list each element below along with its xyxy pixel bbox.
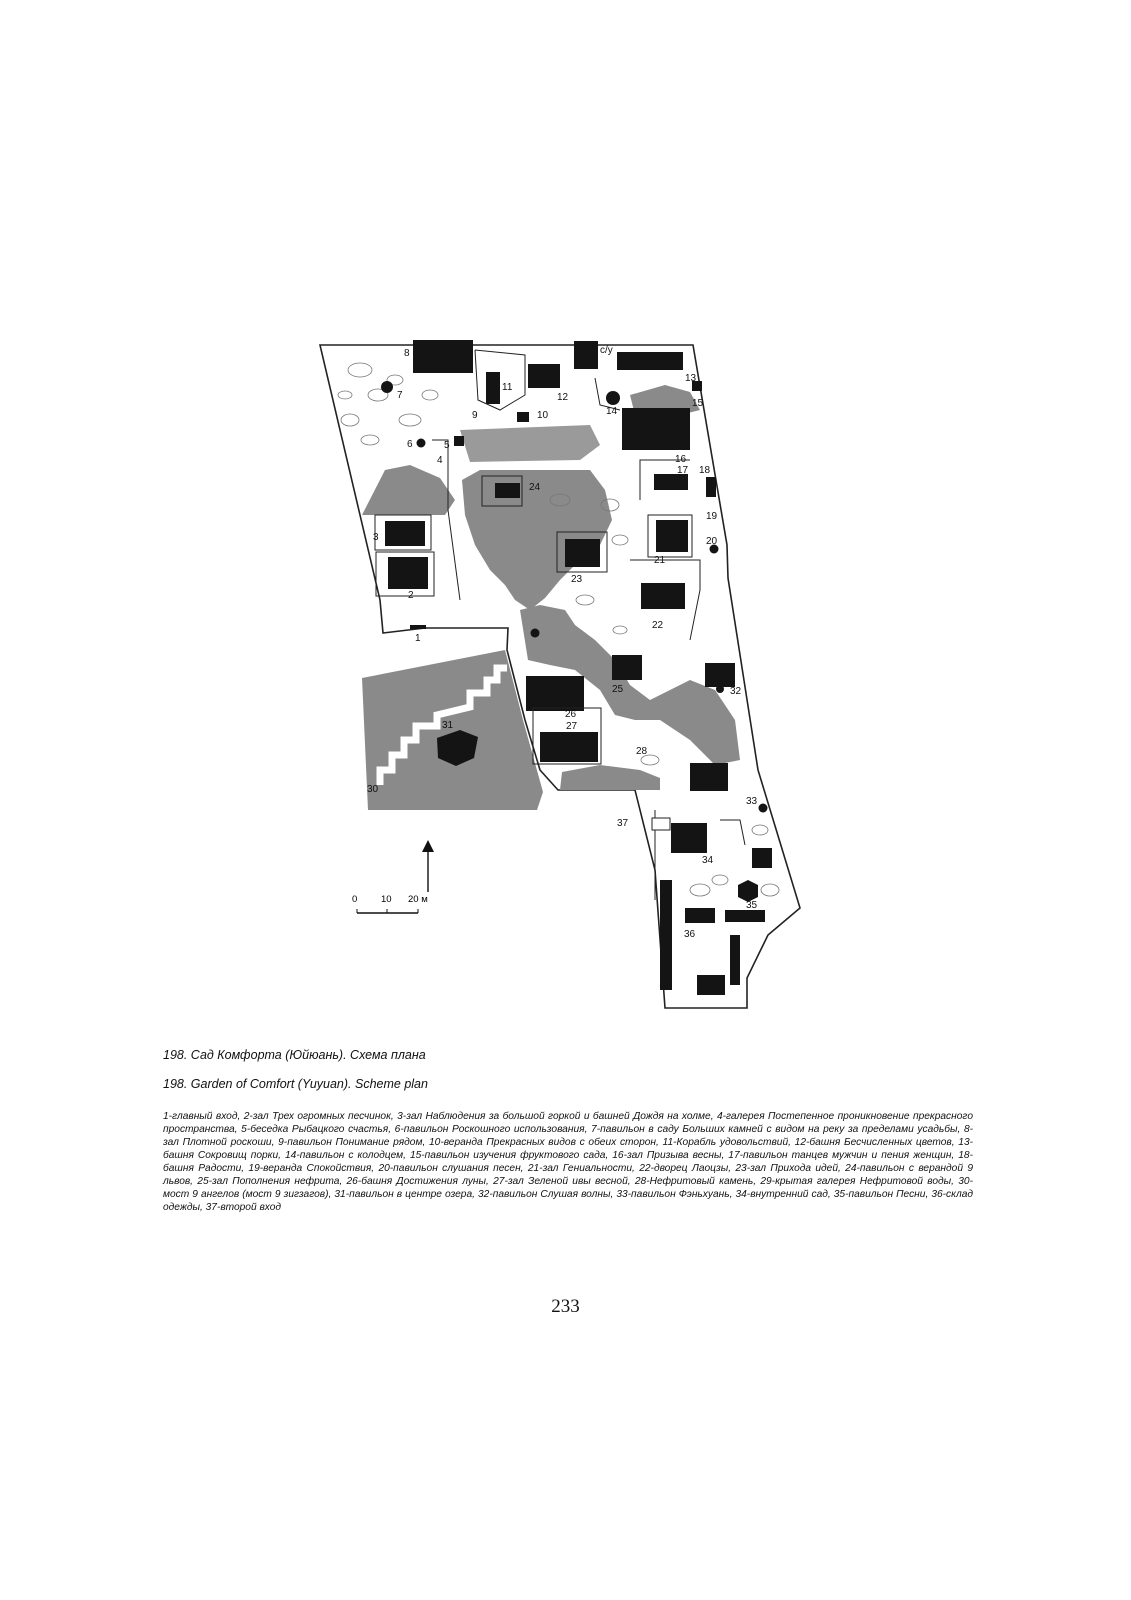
plan-label: 19 [706,511,718,522]
plan-label: 24 [529,482,541,493]
plan-label: 13 [685,373,697,384]
plan-label: 14 [606,406,618,417]
plan-label: 21 [654,555,666,566]
plan-label: 26 [565,709,577,720]
page-number: 233 [551,1296,580,1317]
pond-west [362,465,455,515]
main-entrance-1 [410,625,426,629]
plan-label: 17 [677,465,689,476]
plan-label: 33 [746,796,758,807]
plan-label: 15 [692,398,704,409]
plan-label: 20 [706,536,718,547]
courtyard-outlines [374,349,746,900]
scale-tick: 20 м [408,894,428,905]
plan-label: 4 [437,455,443,466]
plan-label: 35 [746,900,758,911]
plan-label: 6 [407,439,413,450]
plan-label: 32 [730,686,742,697]
plan-label: 11 [502,382,513,393]
scale-tick: 10 [381,894,392,905]
plan-label: 12 [557,392,569,403]
pond-29 [560,765,660,790]
plan-labels: 1 2 3 4 5 6 7 8 9 10 11 12 13 14 15 16 1… [367,345,758,940]
figure-caption-en: 198. Garden of Comfort (Yuyuan). Scheme … [163,1077,428,1091]
plan-label: 10 [537,410,549,421]
lake-south [362,650,543,810]
plan-label: 37 [617,818,629,829]
buildings [385,340,772,995]
plan-label: 34 [702,855,714,866]
arrow-up-icon [422,840,434,892]
plan-label: 22 [652,620,664,631]
second-entrance-37 [651,817,671,831]
pavilions [381,381,768,902]
plan-label: 5 [444,440,450,451]
rockery-texture [337,362,780,897]
plan-label: 7 [397,390,403,401]
zigzag-bridge [376,664,507,785]
plan-label: 8 [404,348,410,359]
plan-label: 28 [636,746,648,757]
plan-label: 16 [675,454,687,465]
plan-label: 1 [415,633,421,644]
garden-plan-figure: 1 2 3 4 5 6 7 8 9 10 11 12 13 14 15 16 1… [318,340,801,1009]
plan-label: 27 [566,721,578,732]
building-31 [437,730,478,766]
plan-label: 36 [684,929,696,940]
plan-label: 18 [699,465,711,476]
plan-label: 9 [472,410,478,421]
plan-label: 3 [373,532,379,543]
scale-tick: 0 [352,894,357,905]
plan-label: 30 [367,784,379,795]
plan-label: 2 [408,590,414,601]
pond-central [462,470,612,610]
pond-south [520,605,740,765]
plan-label: 23 [571,574,583,585]
plan-label: с/у [600,345,613,356]
scale-bar: 0 10 20 м [352,894,428,914]
figure-caption-ru: 198. Сад Комфорта (Юйюань). Схема плана [163,1048,426,1062]
pond-north [460,425,600,462]
plan-label: 31 [442,720,454,731]
figure-legend: 1-главный вход, 2-зал Трех огромных песч… [163,1111,973,1213]
plan-label: 25 [612,684,624,695]
